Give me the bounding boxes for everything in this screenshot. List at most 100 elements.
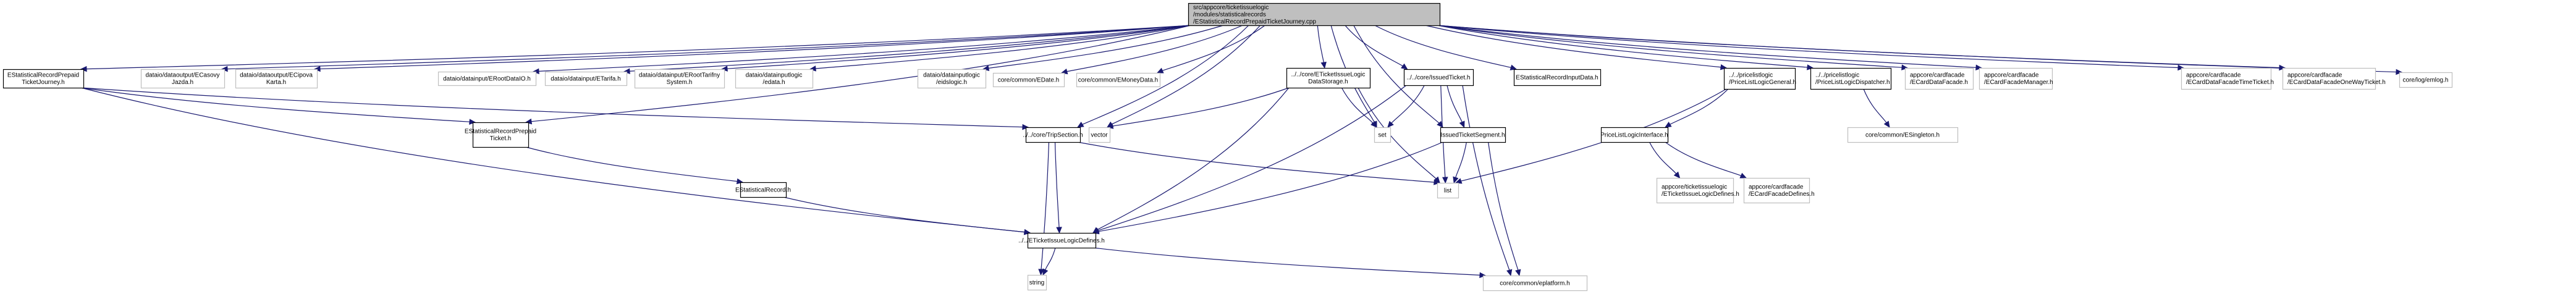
include-node-cfmanager: appcore/cardfacade/ECardFacadeManager.h (1978, 67, 2053, 90)
edge-storage-to-set (1341, 87, 1377, 128)
edge-line (1437, 25, 2179, 69)
edge-line (1437, 25, 1977, 68)
edge-issued-to-defines (1092, 85, 1407, 234)
arrowhead-icon (1056, 227, 1062, 234)
include-node-string: string (1027, 274, 1047, 291)
arrowhead-icon (1370, 120, 1377, 128)
node-label: ../../pricelistlogic (1729, 72, 1773, 79)
node-label: dataio/dataoutput/ECasovy (145, 72, 219, 79)
node-box (1403, 69, 1474, 86)
include-node-eplatform: core/common/eplatform.h (1482, 275, 1588, 292)
node-box (1810, 67, 1892, 90)
arrowhead-icon (1479, 272, 1487, 279)
edge-line (1066, 25, 1243, 72)
edge-root-to-plgeneral (1425, 25, 1728, 70)
include-node-prepaid-h[interactable]: EStatisticalRecordPrepaidTicket.h (465, 122, 536, 148)
node-label: vector (1091, 132, 1108, 138)
node-label: list (1444, 187, 1451, 194)
nodes-layer: src/appcore/ticketissuelogic/modules/sta… (2, 2, 2453, 292)
edge-journey-h-to-prepaid-h (80, 87, 476, 125)
node-box (992, 72, 1065, 88)
arrowhead-icon (1739, 172, 1747, 179)
node-label: /modules/statisticalrecords (1193, 11, 1266, 18)
edge-journey-h-to-trip (80, 87, 1029, 130)
edge-record-to-defines (783, 196, 1031, 235)
edge-line (1098, 141, 1443, 232)
include-node-edata: dataio/datainputlogic/edata.h (735, 69, 814, 89)
include-node-segment[interactable]: IssuedTicketSegment.h (1440, 127, 1506, 143)
node-box (634, 69, 725, 89)
node-label: appcore/cardfacade (2287, 72, 2342, 79)
node-label: appcore/cardfacade (1749, 184, 1804, 191)
node-label: ../../core/TripSection.h (1023, 132, 1083, 138)
node-box (1978, 67, 2053, 90)
edge-plinterface-to-cfdefines (1665, 141, 1747, 179)
edge-line (1054, 141, 1060, 228)
node-box (437, 71, 537, 86)
node-label: appcore/ticketissuelogic (1662, 184, 1727, 191)
node-box (1027, 274, 1047, 291)
arrowhead-icon (1975, 64, 1983, 71)
node-label: /ECardDataFacadeTimeTicket.h (2186, 79, 2274, 86)
arrowhead-icon (1042, 268, 1049, 276)
include-node-edate: core/common/EDate.h (992, 72, 1065, 88)
node-label: /ETicketIssueLogicDefines.h (1662, 191, 1739, 198)
node-label: /ECardFacadeManager.h (1984, 79, 2053, 86)
node-label: EStatisticalRecord.h (735, 187, 791, 193)
edge-line (815, 25, 1191, 69)
node-box (1076, 72, 1161, 88)
edge-line (86, 25, 1191, 70)
edge-root-to-cdtime (1437, 25, 2185, 71)
edge-root-to-emoney (1156, 25, 1265, 74)
node-box (235, 69, 318, 89)
include-node-issued[interactable]: ../../core/IssuedTicket.h (1403, 69, 1474, 86)
edge-root-to-cipova (313, 25, 1191, 72)
node-box (1847, 127, 1959, 143)
edge-line (988, 25, 1224, 69)
edge-trip-to-defines (1054, 141, 1062, 234)
node-label: Jazda.h (172, 79, 193, 86)
arrowhead-icon (469, 119, 476, 125)
arrowhead-icon (2279, 64, 2286, 71)
edge-line (1112, 87, 1290, 127)
arrowhead-icon (1022, 124, 1029, 130)
include-node-record[interactable]: EStatisticalRecord.h (735, 182, 791, 198)
include-node-inputdata[interactable]: EStatisticalRecordInputData.h (1513, 69, 1602, 86)
include-node-plgeneral[interactable]: ../../pricelistlogic/PriceListLogicGener… (1723, 67, 1796, 90)
node-box (1600, 127, 1669, 143)
node-box (1743, 177, 1810, 204)
edge-line (1162, 25, 1265, 71)
include-node-tarifa: dataio/datainput/ETarifa.h (544, 71, 628, 86)
node-box (472, 122, 530, 148)
include-node-pldispatch[interactable]: ../../pricelistlogic/PriceListLogicDispa… (1810, 67, 1892, 90)
include-node-plinterface[interactable]: PriceListLogicInterface.h (1600, 127, 1669, 143)
node-label: src/appcore/ticketissuelogic (1193, 4, 1269, 11)
include-node-trip[interactable]: ../../core/TripSection.h (1023, 127, 1083, 143)
node-label: /EStatisticalRecordPrepaidTicketJourney.… (1193, 19, 1316, 25)
edge-line (1455, 141, 1467, 178)
arrowhead-icon (1664, 121, 1672, 128)
node-box (1286, 67, 1371, 89)
include-node-tildefines: appcore/ticketissuelogic/ETicketIssueLog… (1656, 177, 1739, 204)
node-label: appcore/cardfacade (2186, 72, 2241, 79)
node-box (1088, 127, 1111, 143)
edge-line (1317, 25, 1324, 63)
include-node-emoney: core/common/EMoneyData.h (1076, 72, 1161, 88)
edge-issued-to-set (1387, 85, 1425, 128)
node-label: TicketJourney.h (22, 79, 64, 86)
arrowhead-icon (1156, 67, 1164, 74)
edge-line (629, 25, 1191, 72)
node-label: Ticket.h (490, 135, 512, 142)
include-node-defines[interactable]: ../../ETicketIssueLogicDefines.h (1018, 232, 1105, 249)
edge-line (1446, 85, 1463, 122)
node-label: ../../core/IssuedTicket.h (1406, 74, 1470, 81)
include-node-journey-h[interactable]: EStatisticalRecordPrepaidTicketJourney.h (2, 69, 85, 89)
include-node-storage[interactable]: ../../core/ETicketIssueLogicDataStorage.… (1286, 67, 1371, 89)
node-label: /ECardDataFacadeOneWayTicket.h (2287, 79, 2386, 86)
edge-plinterface-to-tildefines (1649, 141, 1681, 179)
node-label: EStatisticalRecordPrepaid (465, 128, 536, 135)
arrowhead-icon (1515, 269, 1521, 277)
arrowhead-icon (1038, 269, 1044, 276)
